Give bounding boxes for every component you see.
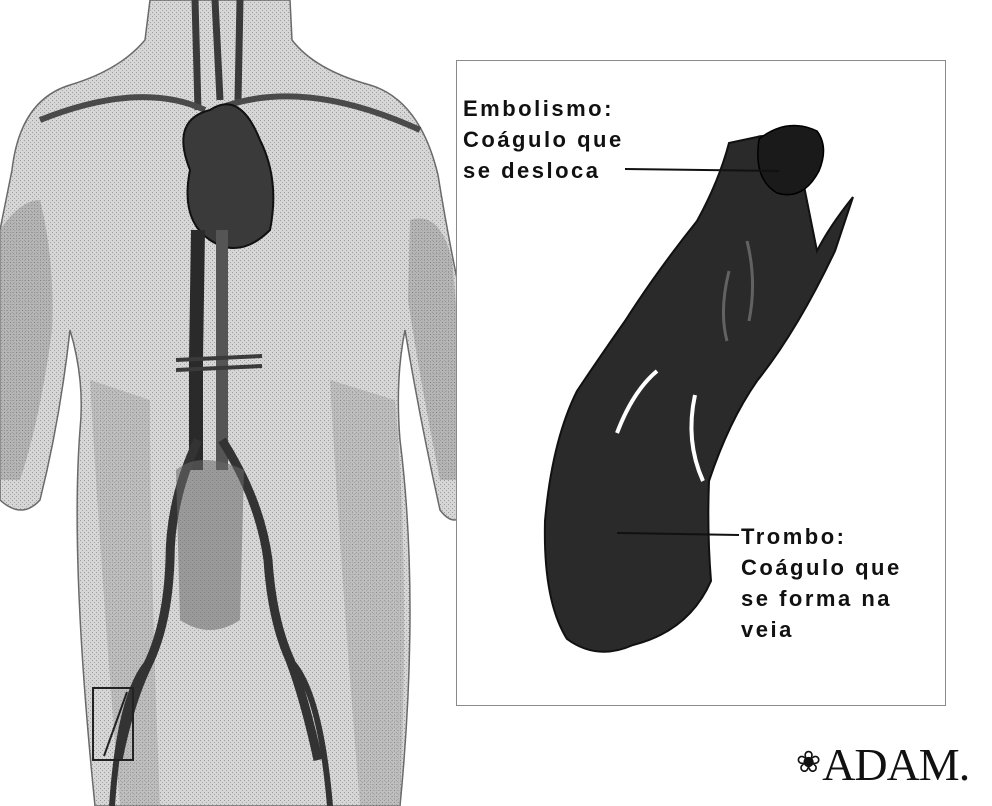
adam-logo-text: ADAM. — [822, 739, 969, 790]
thrombus-label: Trombo: Coágulo que se forma na veia — [741, 521, 902, 645]
adam-logo-mark-icon: ❀ — [796, 746, 820, 779]
vein-inset-panel: Embolismo: Coágulo que se desloca Trombo… — [456, 60, 946, 706]
aorta — [196, 230, 198, 470]
thrombus-label-line: Coágulo que — [741, 552, 902, 583]
thrombus-label-line: veia — [741, 614, 902, 645]
pelvis-shadow — [176, 460, 244, 630]
embolism-label-line: se desloca — [463, 155, 624, 186]
thrombus-label-line: se forma na — [741, 583, 902, 614]
adam-logo: ❀ADAM. — [796, 738, 969, 791]
embolism-label-line: Embolismo: — [463, 93, 624, 124]
embolism-label-line: Coágulo que — [463, 124, 624, 155]
thrombus-label-line: Trombo: — [741, 521, 902, 552]
embolism-label: Embolismo: Coágulo que se desloca — [463, 93, 624, 186]
right-arm-shadow — [408, 218, 462, 480]
embolus — [758, 126, 824, 195]
